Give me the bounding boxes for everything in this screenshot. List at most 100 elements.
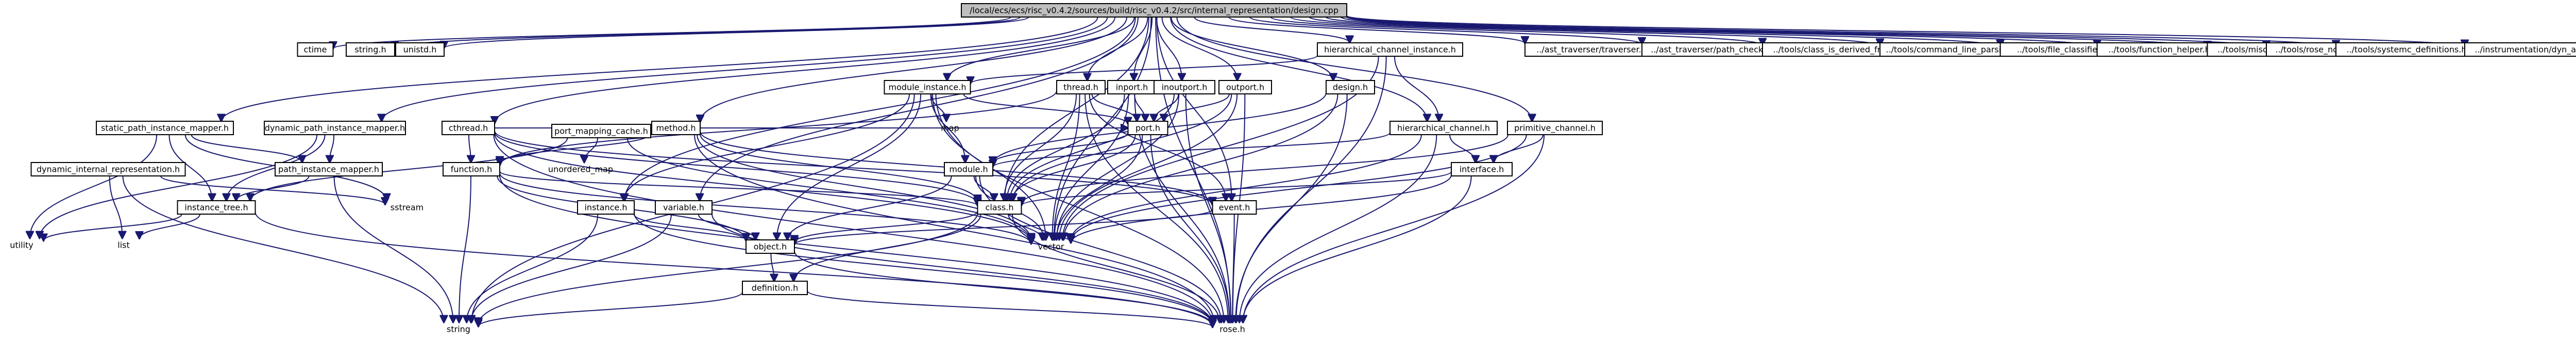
edge-variable-to-object (698, 214, 756, 240)
edge-classh-to-roseh (1011, 214, 1219, 322)
edge-module_instance-to-map (930, 93, 946, 121)
node-label: dynamic_path_instance_mapper.h (265, 123, 405, 134)
edge-static_path_instance_mapper-to-instance_tree (168, 134, 212, 201)
edge-instance_tree-to-list (140, 214, 200, 239)
node-ast-trav[interactable]: ../ast_traverser/traverser.h (1524, 42, 1658, 57)
node-variable[interactable]: variable.h (655, 200, 713, 215)
node-method[interactable]: method.h (651, 121, 701, 135)
edge-hci-to-module_instance (971, 55, 1318, 84)
node-module[interactable]: module.h (944, 162, 993, 176)
node-label: hierarchical_channel_instance.h (1324, 45, 1456, 55)
edge-module-to-classh (973, 175, 994, 201)
edge-dynamic_internal_representation-to-list (109, 175, 123, 238)
node-systemc-defs[interactable]: ../tools/systemc_definitions.h (2335, 42, 2478, 57)
node-box (745, 239, 795, 254)
node-classh[interactable]: class.h (977, 200, 1022, 215)
node-cthread[interactable]: cthread.h (442, 121, 495, 135)
node-label: path_instance_mapper.h (278, 165, 379, 175)
edge-root-to-ast_path (1249, 17, 1642, 44)
node-interface[interactable]: interface.h (1451, 162, 1513, 176)
edge-root-to-is_derived (1270, 17, 1762, 45)
edge-object-to-definition (771, 253, 774, 281)
edge-hierarchical_channel-to-vector (1071, 134, 1422, 240)
node-label: dynamic_internal_representation.h (37, 165, 180, 175)
node-dynamic-internal-representation[interactable]: dynamic_internal_representation.h (30, 162, 186, 176)
edge-root-to-unistd (444, 17, 1029, 48)
edge-instance-to-string (467, 214, 599, 322)
node-unistd[interactable]: unistd.h (395, 42, 445, 57)
node-function[interactable]: function.h (443, 162, 500, 176)
edge-root-to-inoutport (1156, 17, 1182, 80)
edge-layer (30, 15, 2465, 327)
edge-root-to-event (1156, 17, 1231, 201)
edge-thread-to-classh (1004, 93, 1077, 201)
node-string[interactable]: string (439, 322, 479, 336)
node-label: class.h (986, 203, 1014, 213)
edge-root-to-cthread (495, 17, 1116, 123)
node-stringh[interactable]: string.h (346, 42, 395, 57)
node-sstream[interactable]: sstream (385, 201, 429, 214)
node-label: primitive_channel.h (1514, 123, 1596, 134)
node-object[interactable]: object.h (745, 239, 795, 254)
node-label: thread.h (1063, 83, 1098, 92)
edge-primitive_channel-to-classh (1022, 134, 1509, 204)
edge-interface-to-classh (1022, 171, 1452, 206)
edge-port-to-module (993, 132, 1129, 164)
node-static-path-instance-mapper[interactable]: static_path_instance_mapper.h (96, 121, 234, 135)
edge-module_instance-to-port (963, 93, 1128, 124)
node-label: ../tools/command_line_parsing.h (1886, 45, 2019, 55)
node-event[interactable]: event.h (1212, 200, 1257, 215)
node-box (395, 42, 445, 57)
edge-root-to-module_instance (947, 17, 1135, 80)
edge-root-to-static_path_instance_mapper (221, 17, 1098, 121)
edge-instance_tree-to-utility (44, 214, 182, 241)
node-unordered-map[interactable]: unordered_map (546, 163, 616, 176)
node-map[interactable]: map (937, 121, 964, 135)
node-inport[interactable]: inport.h (1107, 80, 1157, 94)
edge-module_instance-to-roseh (935, 93, 1224, 322)
edge-function-to-string (459, 175, 471, 322)
edge-root-to-func_helper (1325, 17, 2097, 47)
node-func-helper[interactable]: ../tools/function_helper.h (2096, 42, 2222, 57)
node-box (2464, 42, 2576, 57)
node-label: ../tools/function_helper.h (2108, 45, 2210, 55)
edge-inport-to-roseh (1134, 93, 1229, 322)
node-instance[interactable]: instance.h (577, 200, 635, 215)
node-utility[interactable]: utility (0, 238, 44, 252)
edge-root-to-file_cls (1309, 17, 2001, 47)
node-vector[interactable]: vector (1031, 240, 1071, 253)
edge-path_instance_mapper-to-instance_tree (236, 175, 310, 201)
node-root[interactable]: /local/ecs/ecs/risc_v0.4.2/sources/build… (961, 3, 1347, 18)
edge-hierarchical_channel-to-interface (1449, 134, 1476, 163)
node-box (1127, 121, 1168, 135)
node-definition[interactable]: definition.h (742, 281, 808, 295)
edge-variable-to-roseh (711, 214, 1213, 325)
node-instance-tree[interactable]: instance_tree.h (177, 200, 256, 215)
node-primitive-channel[interactable]: primitive_channel.h (1507, 121, 1603, 135)
node-label: port_mapping_cache.h (554, 126, 648, 137)
node-dyn-instr[interactable]: ../instrumentation/dyn_analysis_instr.h (2464, 42, 2576, 57)
node-design[interactable]: design.h (1326, 80, 1375, 94)
edge-inoutport-to-vector (1057, 93, 1180, 240)
edge-dynamic_internal_representation-to-string (122, 175, 444, 322)
edge-definition-to-roseh (807, 290, 1213, 328)
node-path-instance-mapper[interactable]: path_instance_mapper.h (275, 162, 383, 176)
node-outport[interactable]: outport.h (1218, 80, 1272, 94)
node-dynamic-path-instance-mapper[interactable]: dynamic_path_instance_mapper.h (264, 121, 406, 135)
node-thread[interactable]: thread.h (1056, 80, 1106, 94)
edge-interface-to-vector (1071, 174, 1452, 244)
node-hci[interactable]: hierarchical_channel_instance.h (1317, 42, 1463, 57)
node-list[interactable]: list (108, 238, 140, 252)
node-roseh[interactable]: rose.h (1213, 322, 1252, 336)
node-port[interactable]: port.h (1127, 121, 1168, 135)
node-ctime[interactable]: ctime (297, 42, 334, 57)
edge-root-to-dynamic_path_instance_mapper (382, 17, 1108, 121)
node-inoutport[interactable]: inoutport.h (1154, 80, 1215, 94)
node-label: list (117, 240, 130, 250)
node-box (742, 281, 808, 295)
node-label: module.h (949, 165, 988, 174)
node-hierarchical-channel[interactable]: hierarchical_channel.h (1389, 121, 1498, 135)
node-port-mapping-cache[interactable]: port_mapping_cache.h (551, 124, 651, 138)
node-module-instance[interactable]: module_instance.h (884, 80, 971, 94)
node-label: ../instrumentation/dyn_analysis_instr.h (2475, 45, 2576, 55)
